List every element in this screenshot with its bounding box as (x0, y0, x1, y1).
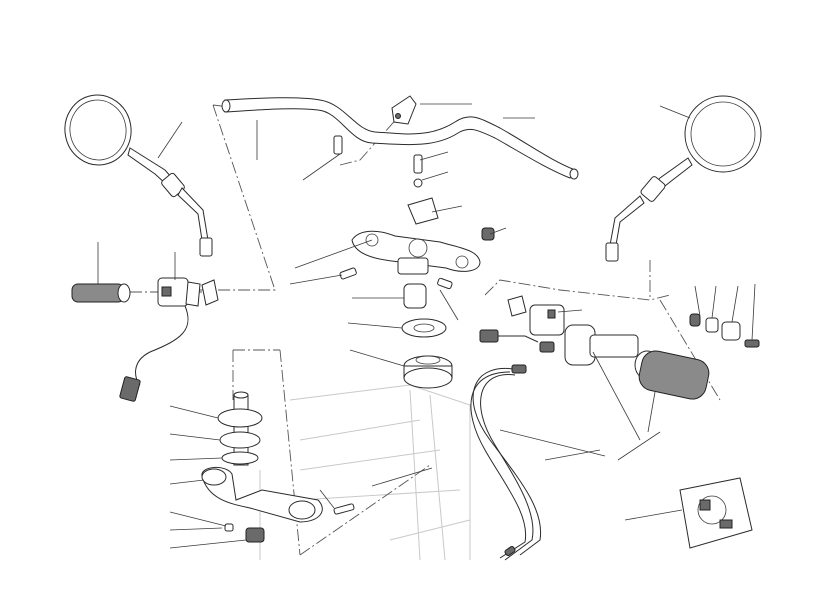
top-yoke (339, 230, 481, 290)
leader-lines (97, 103, 756, 549)
left-grip-assembly (71, 277, 219, 402)
left-mirror (64, 94, 213, 257)
upper-clamp-parts (333, 95, 495, 241)
throttle-cables (470, 364, 542, 561)
handlebar (221, 97, 579, 180)
steering-stem-parts (401, 283, 453, 389)
right-grip-assembly (479, 295, 710, 400)
right-mirror (605, 95, 762, 262)
lower-stem-assembly (201, 391, 355, 543)
bar-end-parts (689, 313, 760, 348)
throttle-housing-inset (679, 477, 753, 549)
